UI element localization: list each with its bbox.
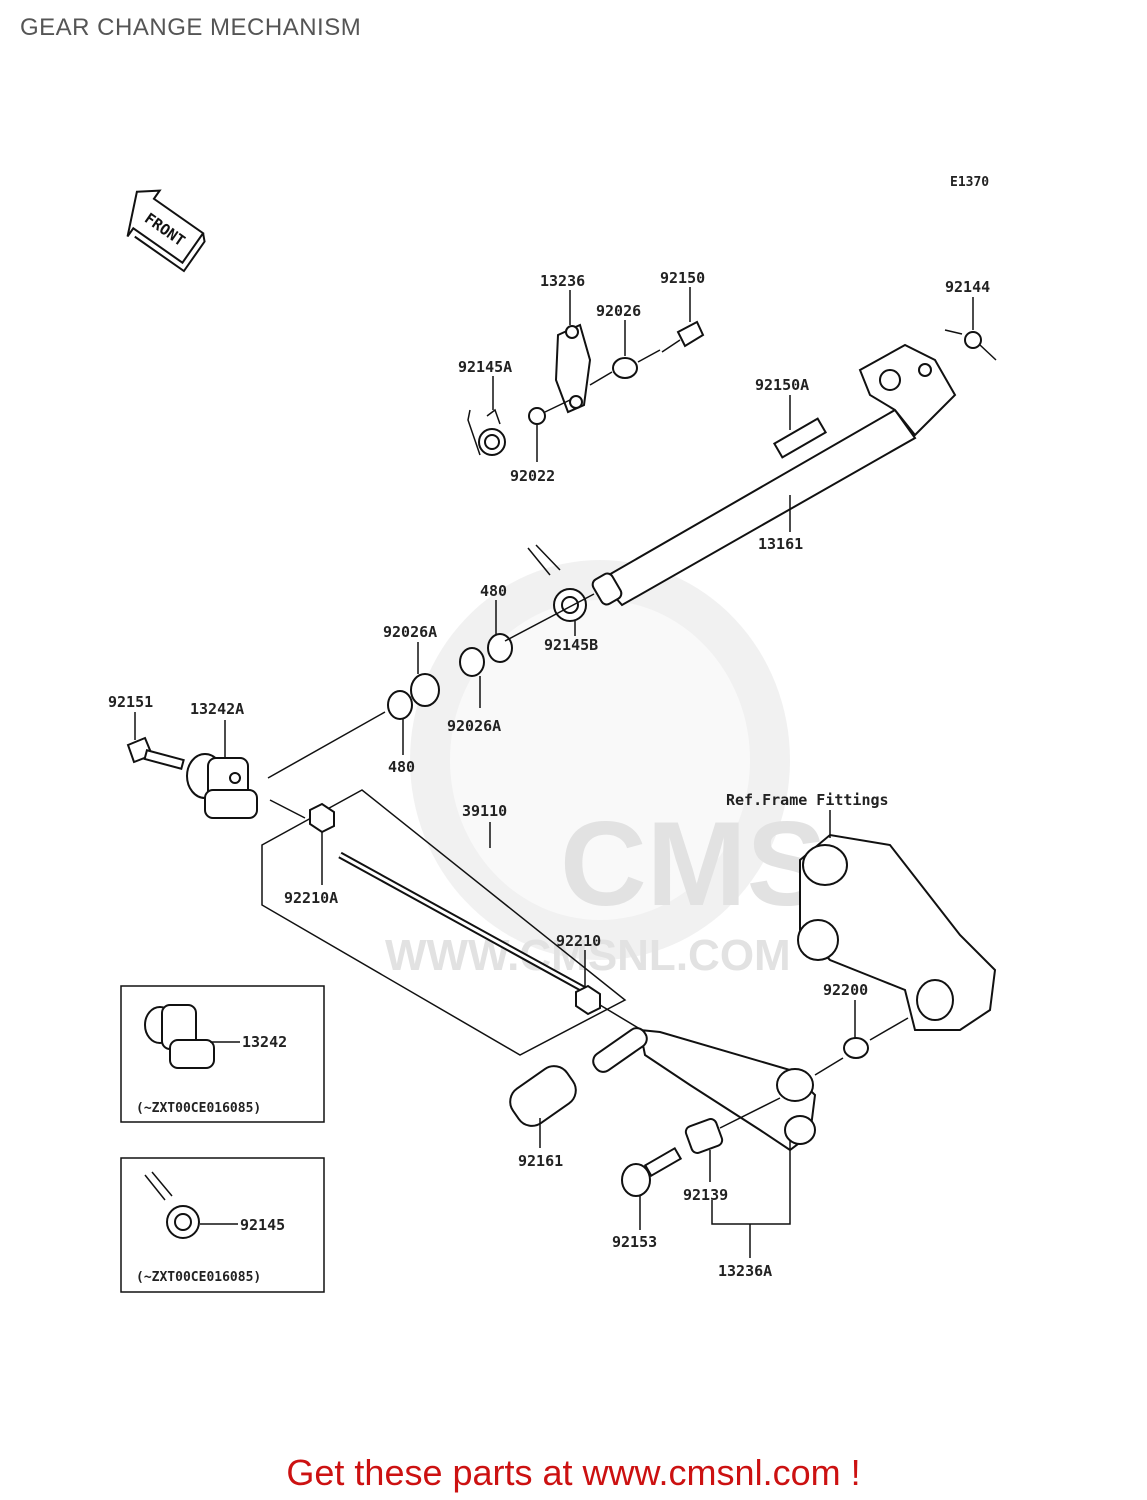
shift-lever-13236	[554, 323, 592, 414]
washer-92026	[612, 357, 638, 379]
label-39110: 39110	[462, 802, 507, 820]
washer-92026A-top	[459, 647, 485, 677]
inset-13242: 13242 (~ZXT00CE016085)	[120, 985, 325, 1123]
label-92150A: 92150A	[755, 376, 809, 394]
label-92022: 92022	[510, 467, 555, 485]
diagram-code: E1370	[950, 175, 989, 190]
label-480-bottom: 480	[388, 758, 415, 776]
washer-92022	[528, 407, 546, 425]
label-92026A-top: 92026A	[383, 623, 437, 641]
label-92145A: 92145A	[458, 358, 512, 376]
label-13161: 13161	[758, 535, 803, 553]
inset-92145-note: (~ZXT00CE016085)	[136, 1270, 261, 1285]
collar-92139	[684, 1118, 724, 1154]
label-ref-frame-fittings: Ref.Frame Fittings	[726, 791, 889, 809]
label-92145B: 92145B	[544, 636, 598, 654]
label-13242A: 13242A	[190, 700, 244, 718]
bolt-92150	[661, 320, 705, 353]
washer-92026A-bottom	[410, 673, 440, 707]
bolt-92151	[126, 736, 185, 771]
stud-92150A	[772, 417, 828, 459]
label-92200: 92200	[823, 981, 868, 999]
inset-92145: 92145 (~ZXT00CE016085)	[120, 1157, 325, 1293]
inset-13242-note: (~ZXT00CE016085)	[136, 1101, 261, 1116]
label-92210A: 92210A	[284, 889, 338, 907]
gear-shift-shaft	[591, 343, 957, 607]
tie-rod-39110	[338, 851, 587, 994]
circlip-480-bottom	[387, 690, 413, 720]
label-92026A-bottom: 92026A	[447, 717, 501, 735]
spring-92145A	[467, 408, 506, 456]
page-title: GEAR CHANGE MECHANISM	[20, 14, 362, 41]
watermark-url: WWW.CMSNL.COM	[385, 931, 791, 980]
circlip-480-top	[487, 633, 513, 663]
watermark-brand: CMS	[560, 797, 827, 931]
label-92144: 92144	[945, 278, 990, 296]
label-92139: 92139	[683, 1186, 728, 1204]
label-92153: 92153	[612, 1233, 657, 1251]
cta-banner: Get these parts at www.cmsnl.com !	[0, 1452, 1147, 1494]
shift-pedal-13236A	[592, 1027, 817, 1152]
label-92161: 92161	[518, 1152, 563, 1170]
spring-92145B	[527, 544, 587, 622]
label-13236A: 13236A	[718, 1262, 772, 1280]
front-arrow-icon: FRONT	[126, 189, 206, 273]
leader-lines	[134, 287, 974, 1258]
label-92151: 92151	[108, 693, 153, 711]
label-480-top: 480	[480, 582, 507, 600]
label-92026: 92026	[596, 302, 641, 320]
cta-link[interactable]: Get these parts at www.cmsnl.com !	[286, 1452, 861, 1493]
spring-92144	[944, 329, 997, 361]
inset-92145-part: 92145	[240, 1216, 285, 1234]
nut-92210A	[309, 802, 335, 834]
watermark-logo: CMS WWW.CMSNL.COM	[385, 560, 827, 980]
inset-13242-part: 13242	[242, 1033, 287, 1051]
label-13236: 13236	[540, 272, 585, 290]
label-92210: 92210	[556, 932, 601, 950]
frame-fitting	[797, 833, 997, 1031]
bolt-92153	[621, 1146, 683, 1197]
nut-92210	[575, 984, 601, 1016]
rod-end-13242A	[186, 753, 258, 819]
tie-rod-box	[261, 789, 627, 1056]
pedal-rubber-92161	[509, 1065, 577, 1127]
washer-92200	[843, 1037, 869, 1059]
label-92150: 92150	[660, 269, 705, 287]
